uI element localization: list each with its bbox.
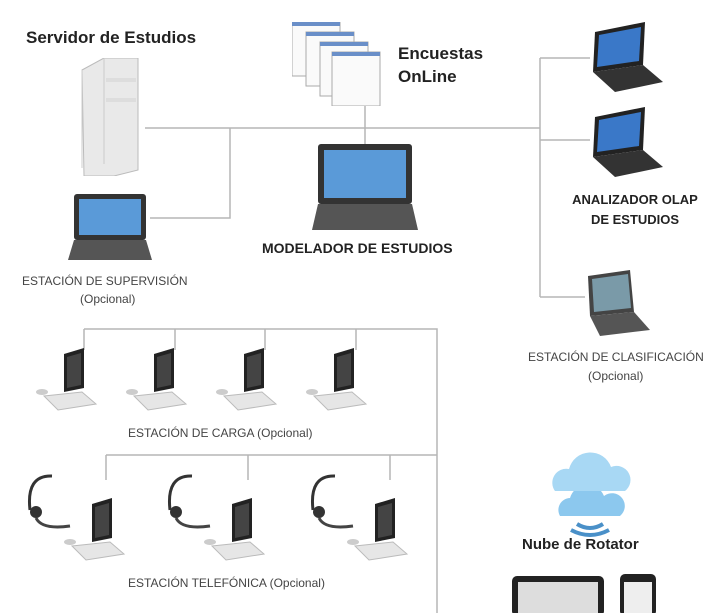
cloud-top-icon bbox=[552, 452, 631, 491]
supervision-label: ESTACIÓN DE SUPERVISIÓN bbox=[22, 274, 188, 288]
server-tower-icon bbox=[81, 58, 139, 176]
modeler-laptop-icon bbox=[312, 144, 418, 230]
phone-station-label: ESTACIÓN TELEFÓNICA (Opcional) bbox=[128, 576, 325, 590]
load-station-label: ESTACIÓN DE CARGA (Opcional) bbox=[128, 426, 313, 440]
cloud-label: Nube de Rotator bbox=[522, 536, 639, 553]
olap-laptop-icon-1 bbox=[593, 22, 663, 92]
tablet-phone-icon bbox=[512, 574, 656, 613]
surveys-label-2: OnLine bbox=[398, 67, 457, 86]
load-station-computer-icon bbox=[306, 348, 368, 411]
phone-station-headset-computer-icon bbox=[167, 474, 266, 561]
classification-laptop-icon bbox=[588, 270, 650, 336]
classification-optional: (Opcional) bbox=[588, 369, 644, 383]
load-station-computer-icon bbox=[216, 348, 278, 411]
olap-label-1: ANALIZADOR OLAP bbox=[572, 192, 698, 207]
modeler-label: MODELADOR DE ESTUDIOS bbox=[262, 240, 453, 256]
surveys-label-1: Encuestas bbox=[398, 44, 484, 63]
supervision-laptop-icon bbox=[68, 194, 152, 260]
load-station-computer-icon bbox=[36, 348, 98, 411]
online-surveys-icon bbox=[292, 22, 381, 106]
cloud-icon bbox=[558, 488, 625, 537]
phone-station-headset-computer-icon bbox=[310, 474, 409, 561]
server-label: Servidor de Estudios bbox=[26, 28, 197, 47]
supervision-optional: (Opcional) bbox=[80, 292, 136, 306]
load-station-computer-icon bbox=[126, 348, 188, 411]
olap-label-2: DE ESTUDIOS bbox=[590, 212, 680, 227]
olap-laptop-icon-2 bbox=[593, 107, 663, 177]
classification-label: ESTACIÓN DE CLASIFICACIÓN bbox=[528, 350, 704, 364]
phone-station-headset-computer-icon bbox=[27, 474, 126, 561]
